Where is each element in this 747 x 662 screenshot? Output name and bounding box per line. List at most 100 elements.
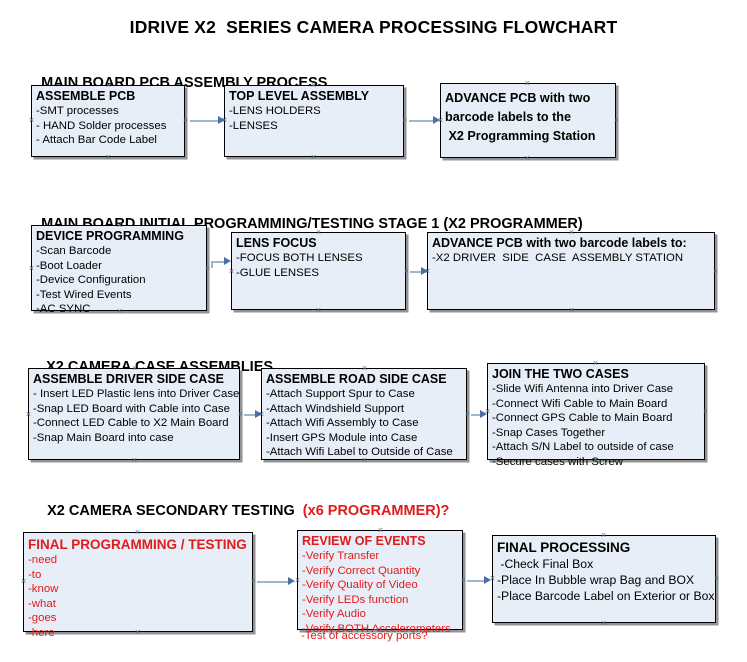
connection-handle[interactable] xyxy=(310,154,317,161)
box-line: - HAND Solder processes xyxy=(36,119,167,132)
connection-handle[interactable] xyxy=(116,308,123,315)
connection-handle[interactable] xyxy=(20,578,27,585)
connection-handle[interactable] xyxy=(702,408,709,415)
connector-line xyxy=(410,271,423,273)
connection-handle[interactable] xyxy=(134,629,141,636)
box-line: -Connect GPS Cable to Main Board xyxy=(492,412,673,424)
connection-handle[interactable] xyxy=(28,265,35,272)
box-line: -Verify BOTH Accelerometers xyxy=(302,622,451,635)
box-assemble-road-side-case[interactable]: ASSEMBLE ROAD SIDE CASE -Attach Support … xyxy=(261,368,467,460)
connector-line xyxy=(211,261,213,268)
box-line: -Slide Wifi Antenna into Driver Case xyxy=(492,383,674,395)
connection-handle[interactable] xyxy=(484,408,491,415)
connection-handle[interactable] xyxy=(105,82,112,89)
section-heading-text: X2 CAMERA SECONDARY TESTING xyxy=(47,503,303,519)
box-line: X2 Programming Station xyxy=(445,129,596,143)
connector-line xyxy=(467,580,485,582)
connection-handle[interactable] xyxy=(131,365,138,372)
connection-handle[interactable] xyxy=(228,268,235,275)
box-line: -Scan Barcode xyxy=(36,245,112,257)
box-line: -Test Wired Events xyxy=(36,288,132,301)
connection-handle[interactable] xyxy=(258,411,265,418)
box-line: -SMT processes xyxy=(36,105,119,117)
box-line: -what xyxy=(28,597,56,610)
box-device-programming[interactable]: DEVICE PROGRAMMING -Scan Barcode -Boot L… xyxy=(31,225,207,315)
connection-handle[interactable] xyxy=(460,577,467,584)
box-title: ASSEMBLE DRIVER SIDE CASE xyxy=(33,372,225,386)
box-line: -Snap Cases Together xyxy=(492,426,606,439)
connection-handle[interactable] xyxy=(221,117,228,124)
connection-handle[interactable] xyxy=(592,360,599,367)
connector-arrowhead xyxy=(288,577,295,585)
connection-handle[interactable] xyxy=(116,222,123,229)
box-title: DEVICE PROGRAMMING xyxy=(36,229,184,243)
box-title: ADVANCE PCB with two xyxy=(445,91,591,105)
box-final-programming-testing[interactable]: FINAL PROGRAMMING / TESTING -need -to -k… xyxy=(23,532,253,639)
box-line: -to xyxy=(28,568,42,581)
connection-handle[interactable] xyxy=(134,529,141,536)
box-lens-focus[interactable]: LENS FOCUS -FOCUS BOTH LENSES -GLUE LENS… xyxy=(231,232,406,310)
box-line: -Boot Loader xyxy=(36,259,102,272)
box-line: -Check Final Box xyxy=(497,557,594,571)
connection-handle[interactable] xyxy=(600,620,607,627)
connection-handle[interactable] xyxy=(712,268,719,275)
box-title: REVIEW OF EVENTS xyxy=(302,534,426,548)
connection-handle[interactable] xyxy=(568,307,575,314)
box-line: -Connect Wifi Cable to Main Board xyxy=(492,397,668,410)
box-line: -Verify Correct Quantity xyxy=(302,564,421,577)
connection-handle[interactable] xyxy=(464,411,471,418)
connection-handle[interactable] xyxy=(361,457,368,464)
connection-handle[interactable] xyxy=(424,268,431,275)
connection-handle[interactable] xyxy=(403,268,410,275)
connection-handle[interactable] xyxy=(204,265,211,272)
box-join-the-two-cases[interactable]: JOIN THE TWO CASES -Slide Wifi Antenna i… xyxy=(487,363,705,468)
connection-handle[interactable] xyxy=(294,577,301,584)
connection-handle[interactable] xyxy=(592,457,599,464)
box-line: -goes xyxy=(28,612,57,624)
box-top-level-assembly[interactable]: TOP LEVEL ASSEMBLY -LENS HOLDERS -LENSES xyxy=(224,85,404,157)
connection-handle[interactable] xyxy=(315,307,322,314)
box-final-processing[interactable]: FINAL PROCESSING -Check Final Box -Place… xyxy=(492,535,716,623)
connection-handle[interactable] xyxy=(250,578,257,585)
connection-handle[interactable] xyxy=(437,117,444,124)
box-assemble-driver-side-case[interactable]: ASSEMBLE DRIVER SIDE CASE - Insert LED P… xyxy=(28,368,240,460)
box-line: barcode labels to the xyxy=(445,110,571,124)
box-advance-pcb-driver-side-station[interactable]: ADVANCE PCB with two barcode labels to: … xyxy=(427,232,715,310)
connection-handle[interactable] xyxy=(310,82,317,89)
connection-handle[interactable] xyxy=(182,117,189,124)
box-line: -Attach Wifi Assembly to Case xyxy=(266,417,419,429)
connection-handle[interactable] xyxy=(131,457,138,464)
connection-handle[interactable] xyxy=(613,117,620,124)
connection-handle[interactable] xyxy=(489,575,496,582)
box-line: -GLUE LENSES xyxy=(236,266,319,279)
connection-handle[interactable] xyxy=(237,411,244,418)
connection-handle[interactable] xyxy=(315,229,322,236)
box-review-of-events[interactable]: REVIEW OF EVENTS -Verify Transfer -Verif… xyxy=(297,530,463,635)
box-line: -Place In Bubble wrap Bag and BOX xyxy=(497,573,695,587)
connector-line xyxy=(471,414,482,416)
connection-handle[interactable] xyxy=(524,155,531,162)
box-line: -here xyxy=(28,626,55,639)
box-line: -Verify Audio xyxy=(302,608,366,620)
box-assemble-pcb[interactable]: ASSEMBLE PCB -SMT processes - HAND Solde… xyxy=(31,85,185,157)
box-line: -X2 DRIVER SIDE CASE ASSEMBLY STATION xyxy=(432,252,684,264)
box-line: -know xyxy=(28,583,59,595)
page-title: IDRIVE X2 SERIES CAMERA PROCESSING FLOWC… xyxy=(129,17,618,37)
connection-handle[interactable] xyxy=(105,154,112,161)
box-line: -AC SYNC xyxy=(36,303,91,315)
connection-handle[interactable] xyxy=(28,117,35,124)
connection-handle[interactable] xyxy=(377,627,384,634)
connection-handle[interactable] xyxy=(377,527,384,534)
box-advance-pcb-programming-station[interactable]: ADVANCE PCB with two barcode labels to t… xyxy=(440,83,616,158)
connection-handle[interactable] xyxy=(361,365,368,372)
box-title: ADVANCE PCB with two barcode labels to: xyxy=(432,236,687,250)
connection-handle[interactable] xyxy=(524,80,531,87)
connection-handle[interactable] xyxy=(401,117,408,124)
connector-arrowhead xyxy=(224,257,231,265)
connection-handle[interactable] xyxy=(713,575,720,582)
connection-handle[interactable] xyxy=(568,229,575,236)
box-title: FINAL PROCESSING xyxy=(497,540,631,555)
connection-handle[interactable] xyxy=(25,411,32,418)
connection-handle[interactable] xyxy=(600,532,607,539)
